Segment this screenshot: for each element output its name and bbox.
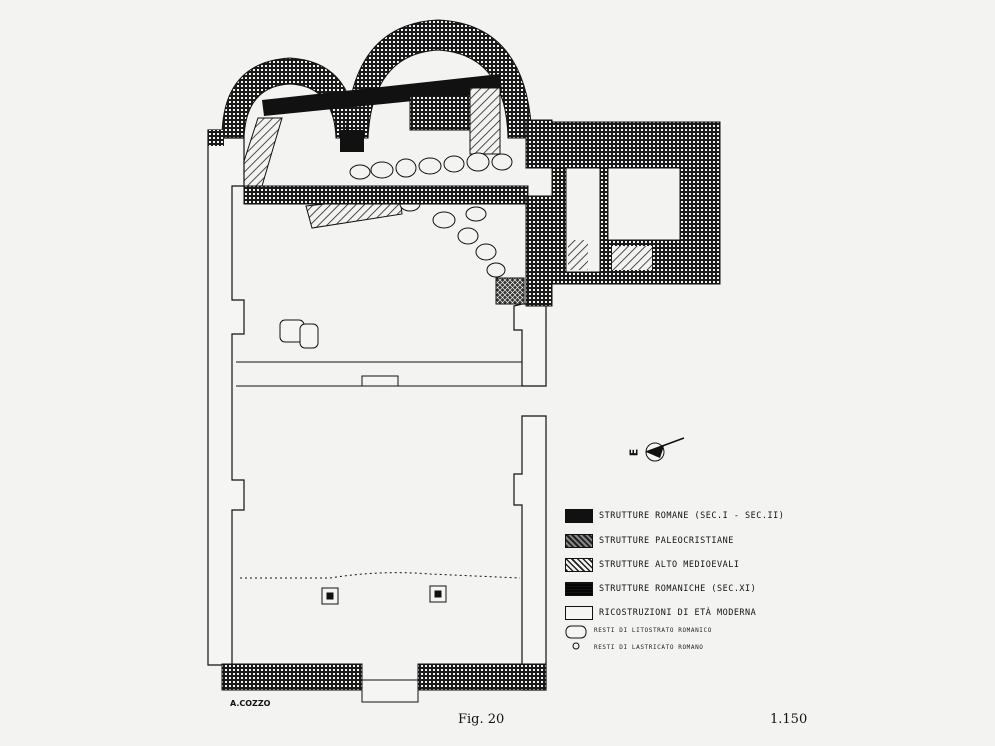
front-wall bbox=[221, 663, 547, 703]
figure-caption: Fig. 20 bbox=[458, 712, 505, 727]
roman-structure-band bbox=[262, 74, 502, 152]
paleochristian-swatch bbox=[565, 534, 593, 548]
stone-remains bbox=[349, 152, 513, 278]
romanesque-swatch bbox=[565, 582, 593, 596]
legend-item-romanesque: STRUTTURE ROMANICHE (SEC.XI) bbox=[565, 581, 756, 597]
nave-walls bbox=[207, 129, 547, 691]
legend-item-roman: STRUTTURE ROMANE (SEC.I - SEC.II) bbox=[565, 508, 784, 524]
romanesque-walls bbox=[208, 119, 553, 307]
roman-swatch bbox=[565, 509, 593, 523]
small-legend-lastricato: RESTI DI LASTRICATO ROMANO bbox=[594, 644, 704, 651]
legend-item-early-medieval: STRUTTURE ALTO MEDIOEVALI bbox=[565, 557, 739, 573]
transverse-wall bbox=[243, 185, 529, 205]
small-legend-symbols bbox=[565, 625, 587, 650]
annex-rooms bbox=[551, 121, 721, 285]
north-label: E bbox=[627, 448, 641, 457]
early-medieval-swatch bbox=[565, 558, 593, 572]
small-legend-litostrato: RESTI DI LITOSTRATO ROMANICO bbox=[594, 627, 712, 634]
legend-item-modern: RICOSTRUZIONI DI ETÀ MODERNA bbox=[565, 605, 756, 621]
author-signature: A.COZZO bbox=[230, 699, 271, 708]
north-arrow-icon bbox=[645, 437, 685, 462]
interior-lines bbox=[236, 361, 522, 605]
scale-label: 1.150 bbox=[770, 712, 808, 727]
chair-remains bbox=[279, 319, 319, 349]
legend-item-paleochristian: STRUTTURE PALEOCRISTIANE bbox=[565, 533, 734, 549]
modern-swatch bbox=[565, 606, 593, 620]
